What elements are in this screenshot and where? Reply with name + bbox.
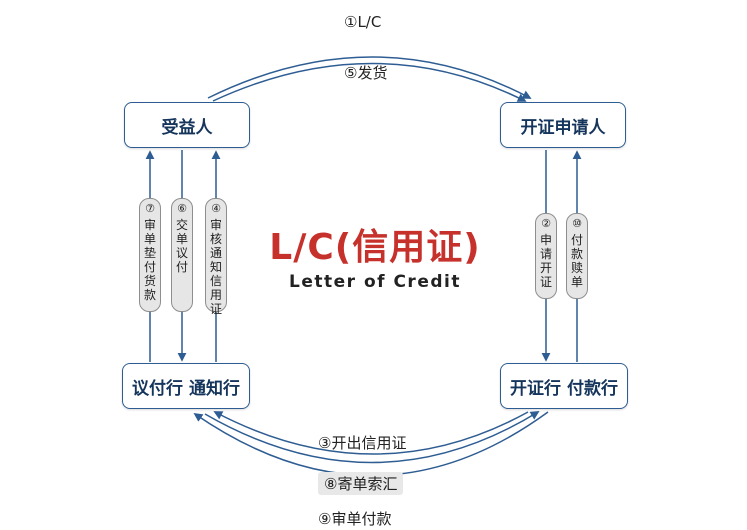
step-2-char: 请 — [539, 247, 552, 261]
flow-label-8: ⑧寄单索汇 — [318, 472, 404, 495]
step-4-char: 证 — [209, 302, 222, 316]
step-2-char: 申 — [539, 233, 552, 247]
arc-bottom-8 — [204, 411, 540, 464]
flow-label-9: ⑨审单付款 — [318, 510, 392, 528]
step-7-char: 款 — [143, 288, 156, 302]
arc-top-inner — [212, 62, 527, 102]
flow-label-1: ①L/C — [344, 13, 382, 31]
step-6-char: 交 — [175, 218, 188, 232]
beneficiary-label: 受益人 — [161, 117, 213, 138]
step-7-char: 审 — [143, 218, 156, 232]
step-4-char: 核 — [209, 232, 222, 246]
step-2-char: 证 — [539, 275, 552, 289]
step-10-char: 赎 — [570, 261, 583, 275]
issuing-bank-label: 开证行 付款行 — [510, 378, 618, 399]
step-4-char: 审 — [209, 218, 222, 232]
negotiating-bank-box: 议付行 通知行 — [122, 363, 250, 409]
step-6-number: ⑥ — [177, 202, 187, 215]
step-7-number: ⑦ — [145, 202, 155, 215]
step-4-char: 信 — [209, 274, 222, 288]
step-7-pill: ⑦ 审 单 垫 付 货 款 — [139, 198, 161, 312]
step-10-char: 款 — [570, 247, 583, 261]
step-6-char: 议 — [175, 246, 188, 260]
step-2-char: 开 — [539, 261, 552, 275]
flow-label-5: ⑤发货 — [344, 64, 388, 82]
step-4-number: ④ — [211, 202, 221, 215]
step-10-number: ⑩ — [572, 217, 582, 230]
step-10-char: 付 — [570, 233, 583, 247]
center-title: L/C(信用证) — [269, 227, 481, 268]
step-7-char: 货 — [143, 274, 156, 288]
step-7-char: 付 — [143, 260, 156, 274]
beneficiary-box: 受益人 — [124, 102, 250, 148]
step-4-char: 知 — [209, 260, 222, 274]
step-6-char: 付 — [175, 260, 188, 274]
step-6-char: 单 — [175, 232, 188, 246]
step-2-number: ② — [541, 217, 551, 230]
step-6-pill: ⑥ 交 单 议 付 — [171, 198, 193, 312]
applicant-box: 开证申请人 — [500, 102, 626, 148]
step-2-pill: ② 申 请 开 证 — [535, 213, 557, 299]
step-4-char: 用 — [209, 288, 222, 302]
step-7-char: 垫 — [143, 246, 156, 260]
issuing-bank-box: 开证行 付款行 — [500, 363, 628, 409]
applicant-label: 开证申请人 — [520, 117, 606, 138]
step-4-char: 通 — [209, 246, 222, 260]
center-subtitle: Letter of Credit — [289, 272, 461, 292]
arc-bottom-3 — [213, 411, 529, 455]
flow-label-3: ③开出信用证 — [318, 434, 407, 452]
negotiating-bank-label: 议付行 通知行 — [132, 378, 240, 399]
arc-top-outer — [207, 56, 532, 99]
step-10-pill: ⑩ 付 款 赎 单 — [566, 213, 588, 299]
step-10-char: 单 — [570, 275, 583, 289]
step-4-pill: ④ 审 核 通 知 信 用 证 — [205, 198, 227, 316]
step-7-char: 单 — [143, 232, 156, 246]
